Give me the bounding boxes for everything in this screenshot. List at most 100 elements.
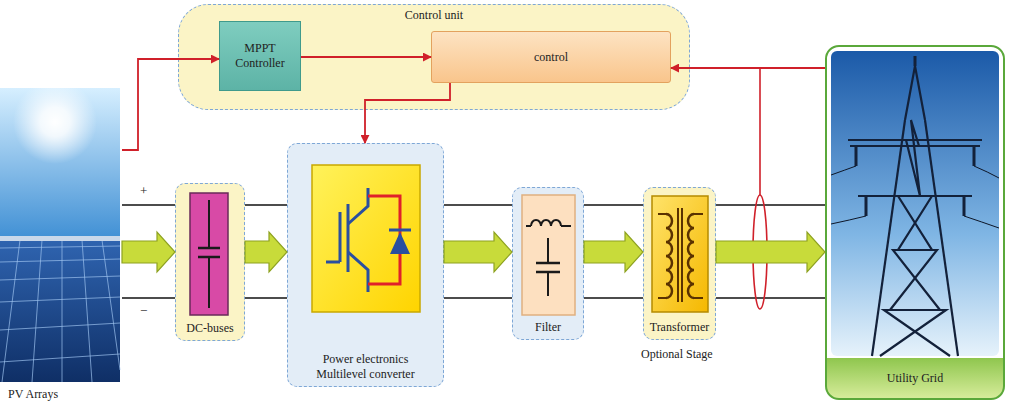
stage-label: Transformer [650,320,710,335]
lc-filter-symbol [536,271,560,274]
power-flow-arrow [584,232,643,272]
grid-tower-picture [858,195,972,197]
grid-tower-picture [831,51,999,356]
pv-array-picture [0,323,120,330]
lc-filter-symbol [522,195,575,315]
igbt-symbol [348,252,368,292]
polarity-sign-holder: + [140,181,147,199]
igbt-symbol [339,212,342,262]
dc-capacitor-symbol [198,256,220,259]
power-flow-arrow [716,232,825,272]
box-label: MPPT Controller [224,41,296,71]
pv-array-picture [82,240,92,382]
grid-tower-picture [973,146,976,166]
transformer-symbol [694,297,703,299]
transformer-symbol [688,214,694,298]
pv-array-picture [2,240,20,382]
control-box: control [431,31,671,83]
pv-array-picture [0,236,120,241]
grid-tower-picture [865,196,868,216]
lc-filter-symbol [547,238,549,262]
dc-capacitor-symbol [198,247,220,250]
stage-note: Optional Stage [641,347,713,361]
pv-array-picture [13,80,97,164]
grid-tower-picture [964,216,999,228]
igbt-symbol [312,165,420,312]
pv-array-picture [62,240,63,382]
pv-array-picture [32,240,42,382]
dc-capacitor-symbol [190,193,228,315]
igbt-symbol [326,261,340,264]
controller-box: MPPT Controller [219,21,301,91]
stage-label: DC-buses [186,321,233,336]
grid-tower-picture [963,196,966,216]
grid-label: Utility Grid [887,371,943,386]
igbt-symbol [368,196,400,284]
grid-tower-picture [848,66,982,356]
igbt-symbol [368,196,400,284]
grid-tower-picture [856,56,974,216]
stage-label: Filter [535,320,561,335]
stage-note-holder: Optional Stage [641,344,713,362]
transformer-symbol [681,208,683,302]
pv-array-picture [0,80,120,382]
transformer-symbol [652,196,708,312]
grid-tower-picture [974,166,999,178]
transformer-symbol [666,214,672,298]
transformer-symbol [658,213,666,215]
pv-array-picture [102,240,120,370]
signal-arrow [365,83,450,143]
transformer-symbol [694,213,703,215]
polarity-sign: + [140,183,147,198]
lc-filter-symbol [536,262,560,265]
grid-tower-picture [831,166,856,175]
signal-arrow [301,56,431,58]
dc-capacitor-symbol [208,200,210,247]
grid-tower-picture [906,120,920,196]
power-flow-arrow [122,232,175,272]
grid-tower-picture [905,66,925,120]
polarity-sign-holder: − [140,301,147,319]
transformer-symbol [652,196,708,312]
lc-filter-symbol [547,273,549,296]
control-band: Control unitMPPT Controller control [178,4,690,110]
lc-filter-symbol [531,220,561,226]
dc-capacitor-symbol [208,258,210,308]
grid-tower-picture [914,56,917,66]
grid-tower-picture [848,139,982,141]
transformer-symbol [658,297,666,299]
signal-arrow [122,59,219,150]
pv-array-picture [0,246,120,248]
power-flow-arrow [444,232,512,272]
grid-tower-picture [831,166,999,228]
igbt-symbol [389,229,411,232]
pv-array-picture [0,240,120,382]
band-title: Control unit [405,8,463,23]
signal-arrow [671,67,825,69]
polarity-sign: − [140,303,147,318]
pv-array-picture [0,276,120,280]
current-sensor-ring [753,68,767,309]
lc-filter-symbol [522,195,575,315]
lc-filter-symbol [561,225,571,227]
igbt-symbol [326,188,368,292]
power-flow-arrow [245,232,287,272]
stage-label: Power electronics Multilevel converter [302,352,430,382]
igbt-symbol [390,232,410,254]
igbt-symbol [348,188,368,224]
box-label: control [534,50,568,65]
transformer-symbol [677,208,679,302]
picture-caption: PV Arrays [8,387,58,402]
grid-tower-picture [831,51,999,356]
grid-tower-picture [855,146,858,166]
grid-tower-picture [880,196,946,356]
igbt-symbol [312,165,420,312]
pv-array-picture [0,240,120,382]
pv-array-picture [0,297,120,302]
pv-array-picture [0,354,120,362]
grid-tower-picture [831,216,866,224]
igbt-symbol [347,204,350,272]
current-sensor-ring [759,68,761,195]
